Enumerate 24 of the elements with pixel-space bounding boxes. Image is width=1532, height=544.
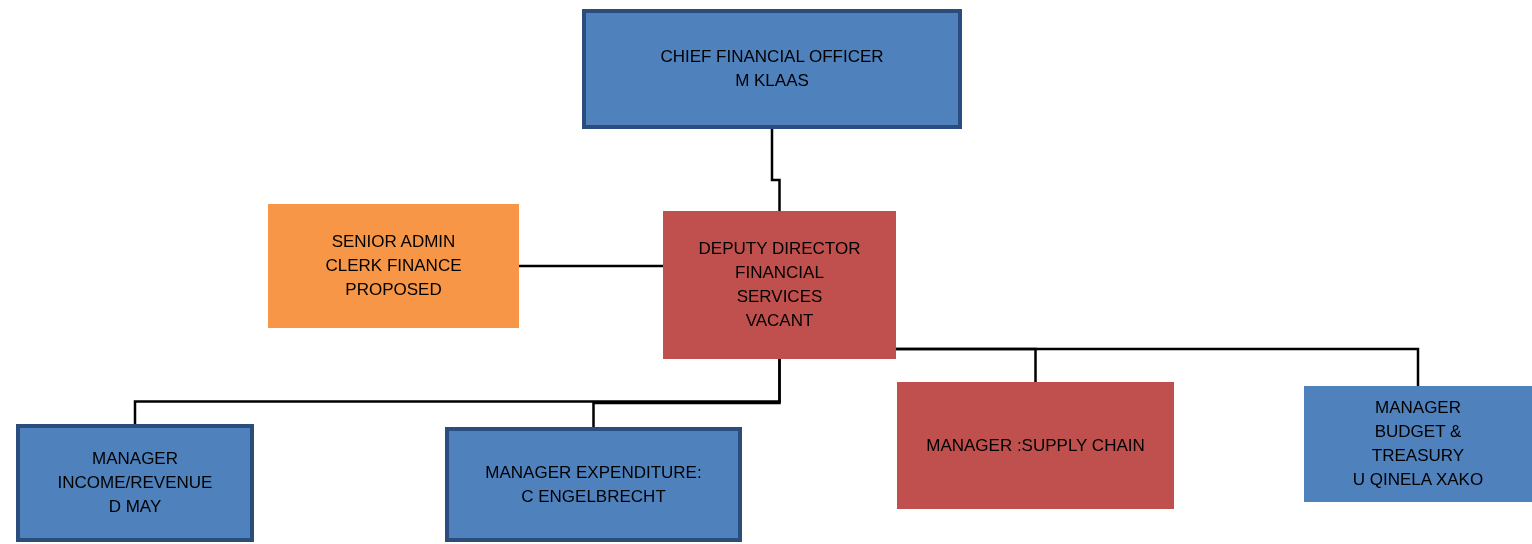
position-title: DEPUTY DIRECTOR FINANCIAL SERVICES	[697, 238, 862, 308]
person-name: C ENGELBRECHT	[521, 485, 666, 508]
connector-line	[519, 264, 663, 268]
position-title: MANAGER :SUPPLY CHAIN	[926, 434, 1145, 457]
person-name: PROPOSED	[345, 278, 442, 301]
connector-line	[592, 359, 781, 427]
org-box	[897, 382, 1174, 509]
org-box	[582, 9, 962, 129]
person-name: U QINELA XAKO	[1352, 468, 1484, 491]
org-box	[663, 211, 896, 359]
org-box	[445, 427, 742, 542]
person-name: M KLAAS	[735, 70, 809, 92]
org-box	[1304, 386, 1532, 502]
org-box	[16, 424, 254, 542]
position-title: MANAGER EXPENDITURE:	[485, 461, 702, 484]
position-title: MANAGER INCOME/REVENUE	[56, 448, 214, 495]
position-title: CHIEF FINANCIAL OFFICER	[660, 46, 884, 69]
org-box	[268, 204, 519, 328]
person-name: VACANT	[745, 309, 814, 332]
connector-line	[770, 129, 781, 211]
position-title: SENIOR ADMIN CLERK FINANCE	[324, 231, 463, 278]
position-title: MANAGER BUDGET & TREASURY	[1370, 397, 1466, 467]
person-name: D MAY	[108, 495, 162, 518]
connector-line	[896, 347, 1420, 386]
